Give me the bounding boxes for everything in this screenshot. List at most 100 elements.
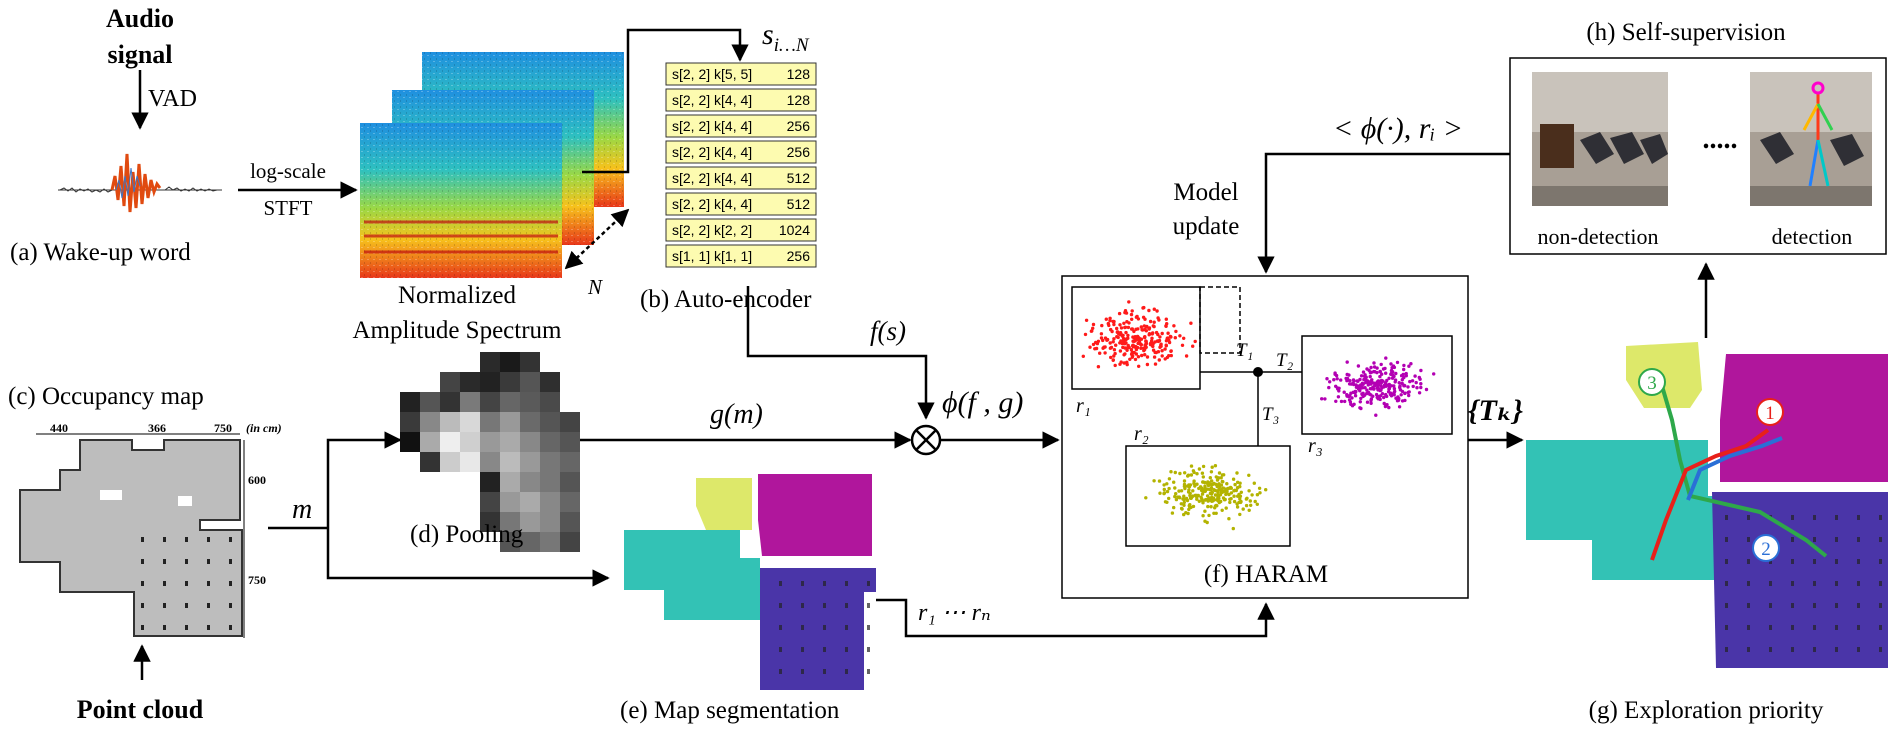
photo-detection (1750, 72, 1872, 206)
layer-size: 512 (787, 196, 811, 212)
f-s-label: f(s) (870, 316, 906, 346)
layer-spec: s[2, 2] k[5, 5] (672, 66, 752, 82)
point-cloud-label: Point cloud (77, 695, 204, 724)
svg-text:1: 1 (1765, 403, 1775, 424)
haram-caption: (f) HARAM (1204, 561, 1328, 588)
m-label: m (292, 494, 312, 525)
cluster-r2-box (1125, 445, 1291, 547)
marker-1: 1 (1756, 398, 1784, 426)
layer-size: 128 (787, 66, 811, 82)
layer-spec: s[2, 2] k[4, 4] (672, 118, 752, 134)
self-supervision: (h) Self-supervision ..... non-detec (1509, 19, 1887, 338)
non-detection-label: non-detection (1538, 224, 1659, 249)
autoencoder-layer: s[2, 2] k[4, 4] 128 (665, 88, 817, 112)
layer-spec: s[2, 2] k[4, 4] (672, 196, 752, 212)
t1-label: T₁ (1236, 340, 1253, 361)
s-label: si…N (762, 18, 810, 56)
pooling-caption: (d) Pooling (410, 521, 524, 548)
detection-label: detection (1772, 224, 1853, 249)
segment-yellow (696, 478, 752, 530)
t2-label: T₂ (1276, 350, 1294, 371)
r-range-label: r₁ ⋯ rₙ (918, 600, 991, 626)
marker-2: 2 (1752, 534, 1780, 562)
autoencoder-layer: s[2, 2] k[2, 2] 1024 (665, 218, 817, 242)
n-label: N (587, 275, 603, 299)
audio-caption: (a) Wake-up word (10, 239, 191, 266)
map-segmentation: (e) Map segmentation r₁ ⋯ rₙ (620, 474, 1275, 724)
haram-frame (1061, 275, 1469, 599)
exploration-paths (1650, 385, 1828, 561)
pooling: (d) Pooling g(m) (400, 352, 912, 552)
self-supervision-title: (h) Self-supervision (1586, 19, 1786, 46)
dim-unit: (in cm) (246, 421, 282, 435)
autoencoder-caption: (b) Auto-encoder (640, 286, 812, 313)
segment-cyan (624, 530, 760, 620)
layer-size: 256 (787, 144, 811, 160)
map-to-pooling-arrow (326, 431, 402, 528)
photo-non-detection (1532, 72, 1668, 206)
occupancy-map: (c) Occupancy map 440 366 750 (in cm) 60… (8, 383, 610, 724)
spectrum-caption-line1: Normalized (398, 282, 517, 309)
stft-label-line1: log-scale (250, 159, 326, 183)
layer-size: 256 (787, 118, 811, 134)
dim-750-side: 750 (248, 573, 266, 587)
photo-dots: ..... (1703, 124, 1738, 155)
feedback-arrow (1257, 152, 1510, 274)
r3-label: r₃ (1308, 435, 1323, 457)
layer-size: 512 (787, 170, 811, 186)
waveform (58, 153, 222, 213)
t3-label: T₃ (1262, 404, 1279, 425)
marker-3: 3 (1638, 368, 1666, 396)
t1-dashed-box (1199, 286, 1241, 354)
stft-label-line2: STFT (263, 196, 312, 220)
svg-text:3: 3 (1647, 373, 1657, 394)
dim-750-top: 750 (214, 421, 232, 435)
svg-text:2: 2 (1761, 539, 1771, 560)
autoencoder-layer: s[2, 2] k[4, 4] 256 (665, 140, 817, 164)
map-to-segmentation-arrow (326, 528, 610, 587)
autoencoder-layer: s[2, 2] k[4, 4]512 (665, 166, 817, 190)
dim-366: 366 (148, 421, 166, 435)
cluster-r3-points (1320, 356, 1436, 417)
audio-title-line2: signal (107, 40, 172, 69)
layer-size: 1024 (779, 222, 810, 238)
feedback-label: < ϕ(·), rᵢ > (1333, 112, 1463, 145)
occupancy-floorplan (19, 439, 243, 637)
phi-label: ϕ(f , g) (942, 386, 1023, 419)
autoencoder-layer: s[2, 2] k[4, 4] 512 (665, 192, 817, 216)
cluster-r2-points (1144, 464, 1268, 531)
layer-spec: s[2, 2] k[4, 4] (672, 144, 752, 160)
n-dimension-arrow (564, 208, 630, 270)
autoencoder-layer: s[2, 2] k[5, 5] 128 (665, 62, 817, 86)
spectrum-to-encoder-arrow (582, 28, 749, 174)
r1-label: r₁ (1076, 395, 1091, 417)
layer-size: 128 (787, 92, 811, 108)
self-supervision-frame (1509, 57, 1887, 255)
segmentation-caption: (e) Map segmentation (620, 697, 840, 724)
skeleton-overlay (1802, 81, 1834, 187)
g-m-label: g(m) (710, 399, 763, 430)
layer-spec: s[2, 2] k[4, 4] (672, 92, 752, 108)
layer-spec: s[2, 2] k[2, 2] (672, 222, 752, 238)
exploration-priority: 1 2 3 (g) Exploration priority (1526, 342, 1888, 724)
cluster-r3-box (1301, 335, 1453, 435)
spectrum-caption-line2: Amplitude Spectrum (353, 317, 563, 344)
dim-440: 440 (50, 421, 68, 435)
fusion-node: ϕ(f , g) (910, 386, 1060, 456)
region-magenta (1720, 354, 1888, 482)
layer-size: 256 (787, 248, 811, 264)
vad-label: VAD (148, 86, 197, 112)
segment-magenta (758, 474, 872, 556)
autoencoder-layer: s[1, 1] k[1, 1] 256 (665, 244, 817, 268)
path-red (1650, 428, 1770, 561)
model-update-line2: update (1173, 213, 1240, 240)
cluster-r1-points (1081, 300, 1197, 369)
audio-section: Audio signal VAD (a) Wake-up word log-sc… (10, 4, 358, 266)
path-blue (1686, 436, 1783, 501)
segmentation-to-haram-arrow (876, 598, 1275, 638)
layer-spec: s[1, 1] k[1, 1] (672, 248, 752, 264)
r2-label: r₂ (1134, 423, 1149, 445)
